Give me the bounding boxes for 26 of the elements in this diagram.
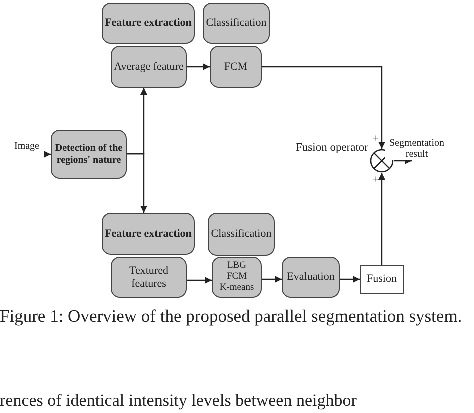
process-box: LBG FCM K-means (212, 257, 262, 298)
operator-label: Fusion operator (296, 142, 369, 154)
sign-label: + (373, 175, 380, 186)
arrow (394, 158, 412, 164)
arrow (262, 66, 386, 149)
input-label: Image (10, 140, 44, 154)
process-box: Feature extraction (102, 3, 195, 44)
process-box: Textured features (111, 257, 187, 298)
arrow (340, 276, 360, 283)
process-box: Classification (208, 213, 275, 256)
process-box: Fusion (360, 265, 404, 294)
process-box: Average feature (111, 46, 187, 88)
sign-label: + (373, 134, 380, 145)
arrow (262, 276, 282, 283)
process-box: Evaluation (282, 257, 340, 298)
arrow (127, 153, 148, 213)
arrow (378, 173, 386, 265)
arrow (44, 151, 51, 158)
process-box: Detection of the regions' nature (51, 130, 127, 179)
arrow (187, 64, 210, 70)
process-box: Feature extraction (102, 213, 195, 255)
process-box: FCM (210, 46, 262, 88)
figure-caption: Figure 1: Overview of the proposed parallel segmentation system. (0, 306, 464, 327)
process-box: Classification (203, 3, 270, 44)
body-text: rences of identical intensity levels between neighbor (0, 392, 357, 409)
arrow (187, 277, 212, 284)
